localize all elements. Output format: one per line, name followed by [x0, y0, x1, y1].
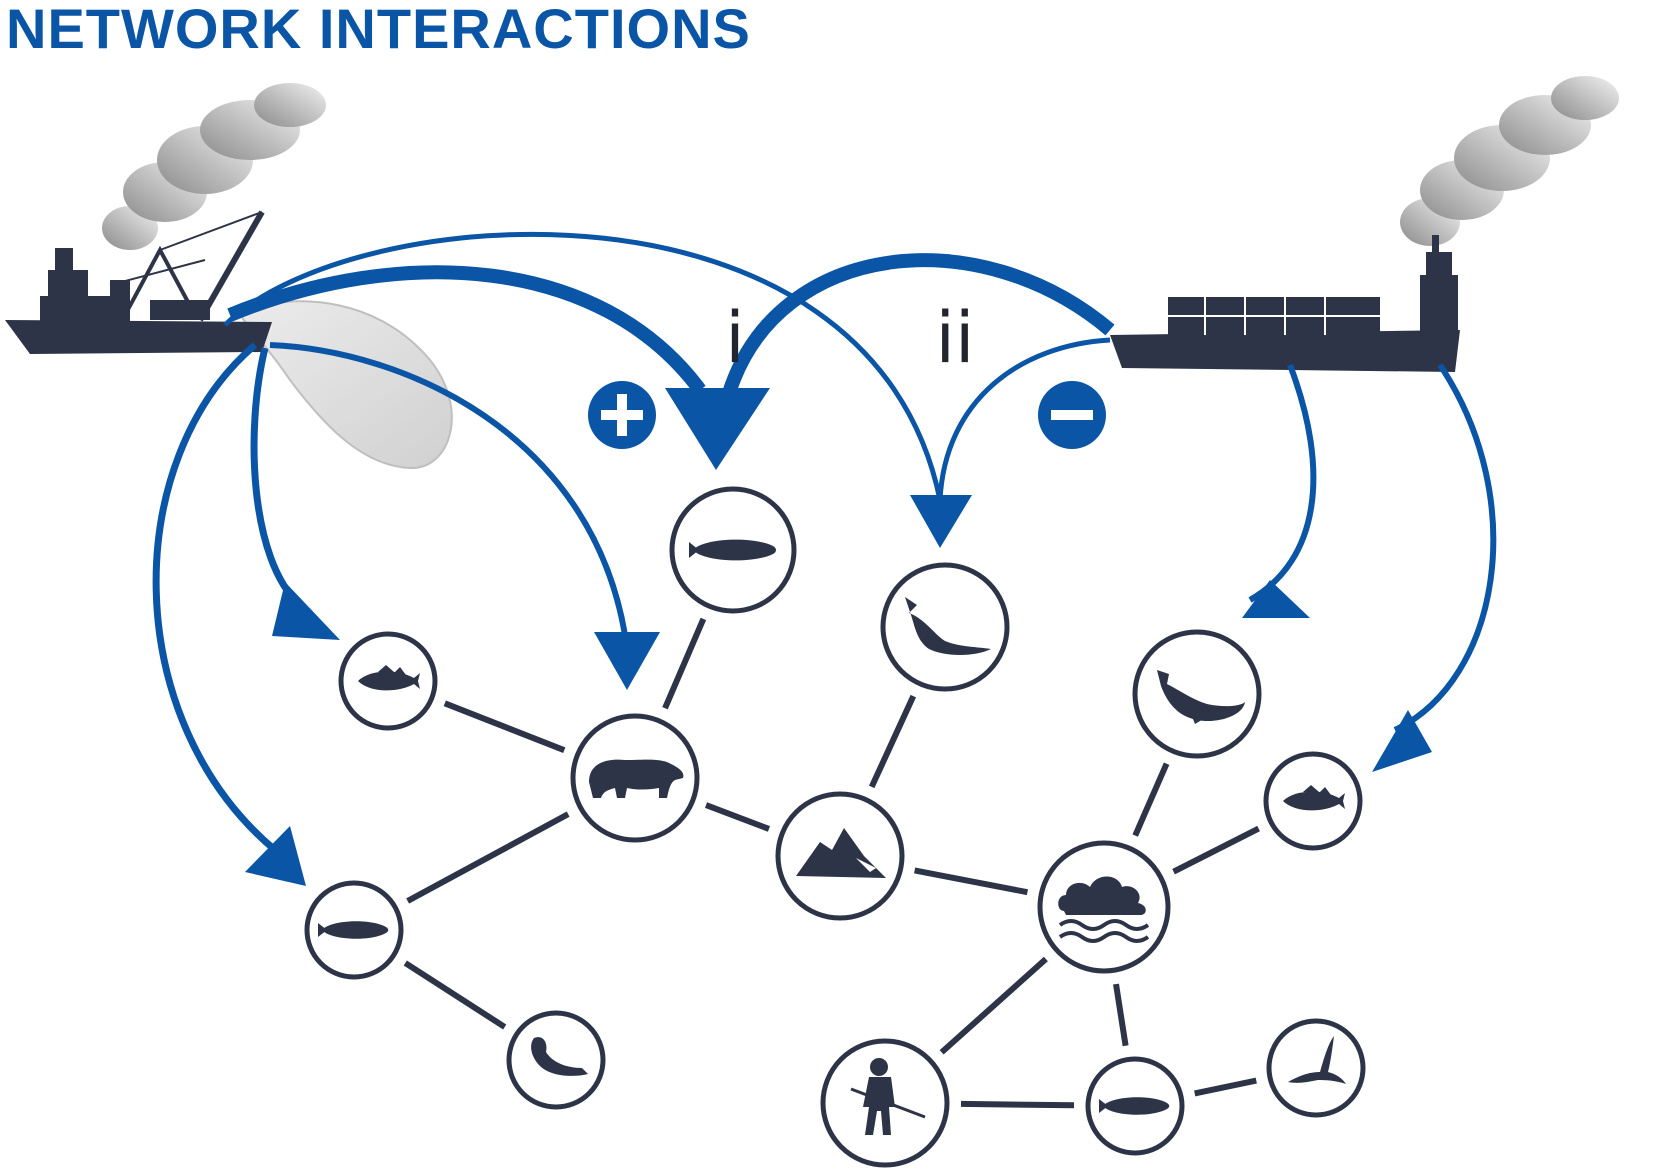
arrow-i-thick-right — [723, 253, 1115, 393]
node-human — [820, 1038, 950, 1168]
cod-fish-icon — [358, 665, 420, 691]
arrowhead-cod-right — [1372, 710, 1432, 772]
edge-n9-n10 — [403, 960, 507, 1030]
humpback-whale-icon — [905, 597, 991, 655]
seal-icon — [531, 1037, 588, 1076]
arrow-vessel-to-groundfish — [152, 342, 278, 853]
node-bowhead-whale — [1132, 629, 1262, 759]
trawl-net-icon — [236, 300, 453, 470]
positive-sign-icon: + — [588, 381, 656, 449]
edge-n2-n3 — [662, 617, 707, 710]
edge-n4-n6 — [868, 694, 917, 789]
fishing-vessel — [5, 210, 453, 470]
node-humpback-whale — [880, 562, 1010, 692]
cargo-ship — [1110, 235, 1460, 372]
polar-bear-icon — [589, 759, 684, 798]
groundfish-icon — [689, 539, 776, 561]
network-edges — [403, 617, 1260, 1109]
edge-n3-n9 — [406, 811, 570, 904]
edge-n3-n6 — [704, 802, 771, 832]
node-cod-2 — [1263, 751, 1363, 851]
human-hunter-icon — [850, 1058, 926, 1135]
arrowhead-ii — [910, 495, 972, 548]
edge-n5-n8 — [1132, 762, 1170, 837]
node-groundfish-3 — [1085, 1056, 1185, 1156]
edge-n6-n8 — [914, 867, 1028, 896]
fishing-trawler-icon — [5, 210, 272, 354]
sea-ice-icon — [796, 828, 886, 878]
groundfish-icon — [318, 921, 389, 939]
arrowhead-polar-bear — [594, 632, 660, 690]
node-cod-1 — [338, 631, 438, 731]
arrowheads — [245, 388, 1432, 886]
climate-icon — [1058, 876, 1150, 943]
edge-n11-n12 — [960, 1100, 1075, 1109]
container-ship-icon — [1110, 235, 1460, 372]
node-climate — [1037, 840, 1171, 974]
smoke-right-icon — [1400, 76, 1619, 246]
node-groundfish-2 — [304, 880, 404, 980]
network-nodes — [304, 486, 1366, 1168]
node-seal — [506, 1010, 606, 1110]
arrowhead-cod — [272, 582, 340, 640]
node-polar-bear — [570, 713, 700, 843]
arrow-ii-thin-left — [223, 231, 943, 501]
page-title: NETWORK INTERACTIONS — [6, 0, 751, 60]
arrowhead-groundfish — [245, 826, 306, 886]
arrow-ship-to-cod — [1393, 363, 1497, 733]
arrowhead-i — [665, 388, 770, 470]
arrowhead-bowhead — [1242, 580, 1310, 618]
edge-n8-n11 — [939, 956, 1048, 1055]
interaction-ii-label: ii — [936, 297, 975, 379]
node-sea-ice — [775, 791, 905, 921]
interaction-i-label: i — [725, 297, 744, 379]
edge-n12-n13 — [1194, 1077, 1257, 1097]
node-seabird — [1266, 1018, 1366, 1118]
node-groundfish-1 — [669, 486, 797, 614]
arrow-vessel-to-cod — [250, 347, 303, 608]
bowhead-whale-icon — [1157, 670, 1245, 724]
edge-n1-n3 — [443, 700, 566, 754]
cod-fish-icon — [1283, 785, 1345, 811]
seabird-icon — [1288, 1036, 1346, 1084]
edge-n8-n12 — [1113, 983, 1129, 1047]
arrow-ship-to-bowhead — [1248, 363, 1317, 603]
arrow-vessel-to-polar-bear — [269, 342, 628, 636]
smoke-left-icon — [102, 83, 326, 250]
edge-n7-n8 — [1172, 825, 1260, 875]
groundfish-icon — [1099, 1097, 1170, 1115]
influence-arrows — [152, 231, 1497, 853]
arrow-ii-thin-right — [937, 337, 1111, 501]
arrow-i-thick-left — [227, 265, 706, 395]
negative-sign-icon: − — [1038, 381, 1106, 449]
